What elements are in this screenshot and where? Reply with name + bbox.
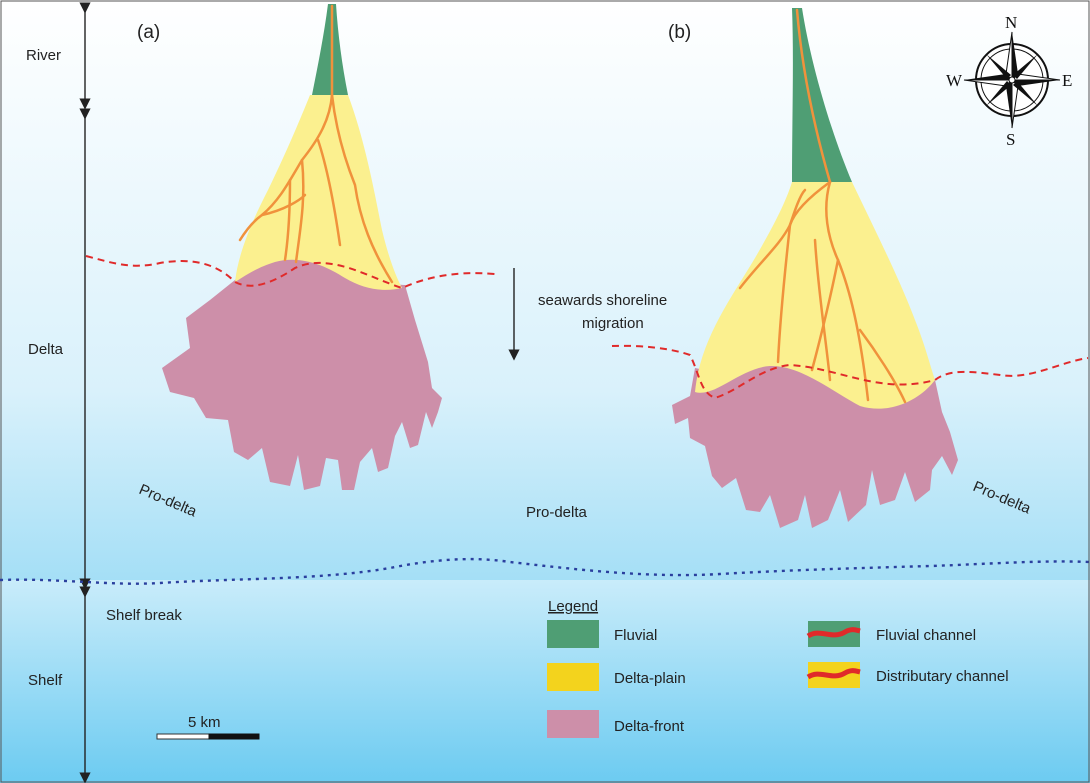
panel-label-a: (a): [137, 22, 160, 43]
legend-channel-line-fluvial: [806, 627, 861, 639]
zone-label-delta: Delta: [28, 341, 64, 358]
legend-label-fluvial-channel: Fluvial channel: [876, 627, 976, 644]
compass-rose-icon: [963, 31, 1061, 129]
compass-w: W: [946, 71, 963, 90]
legend-swatch-delta-plain: [547, 663, 599, 691]
shoreline-a: [85, 255, 496, 290]
shoreline-b: [611, 344, 1089, 400]
legend-swatch-fluvial: [547, 620, 599, 648]
zone-label-river: River: [26, 47, 61, 64]
compass-s: S: [1006, 130, 1015, 149]
delta-a-front: [162, 255, 442, 490]
legend-label-delta-plain: Delta-plain: [614, 670, 686, 687]
shorelines: [85, 255, 1089, 400]
legend-swatch-delta-front: [547, 710, 599, 738]
delta-a-fluvial: [312, 4, 348, 95]
delta-a-plain: [235, 95, 402, 290]
zone-label-shelf: Shelf: [28, 672, 63, 689]
compass-n: N: [1005, 13, 1017, 32]
legend: Legend Fluvial Delta-plain Delta-front F…: [547, 598, 1009, 738]
delta-b-fluvial: [792, 8, 852, 182]
legend-title: Legend: [548, 598, 598, 615]
scale-bar: 5 km: [156, 714, 260, 740]
prodelta-label-center: Pro-delta: [526, 504, 588, 521]
shelf-background: [0, 580, 1090, 783]
legend-label-distributary-channel: Distributary channel: [876, 668, 1009, 685]
migration-label-2: migration: [582, 315, 644, 332]
migration-label-1: seawards shoreline: [538, 292, 667, 309]
delta-b: [662, 8, 958, 528]
legend-label-delta-front: Delta-front: [614, 718, 685, 735]
scale-label: 5 km: [188, 714, 221, 731]
delta-b-channels: [738, 8, 907, 404]
legend-channel-line-distributary: [806, 668, 861, 680]
shelf-break-line: [0, 557, 1090, 585]
delta-a: [162, 4, 442, 490]
compass-e: E: [1062, 71, 1072, 90]
shelf-break-label: Shelf break: [106, 607, 182, 624]
legend-label-fluvial: Fluvial: [614, 627, 657, 644]
panel-label-b: (b): [668, 22, 691, 43]
delta-a-channels: [238, 4, 394, 284]
